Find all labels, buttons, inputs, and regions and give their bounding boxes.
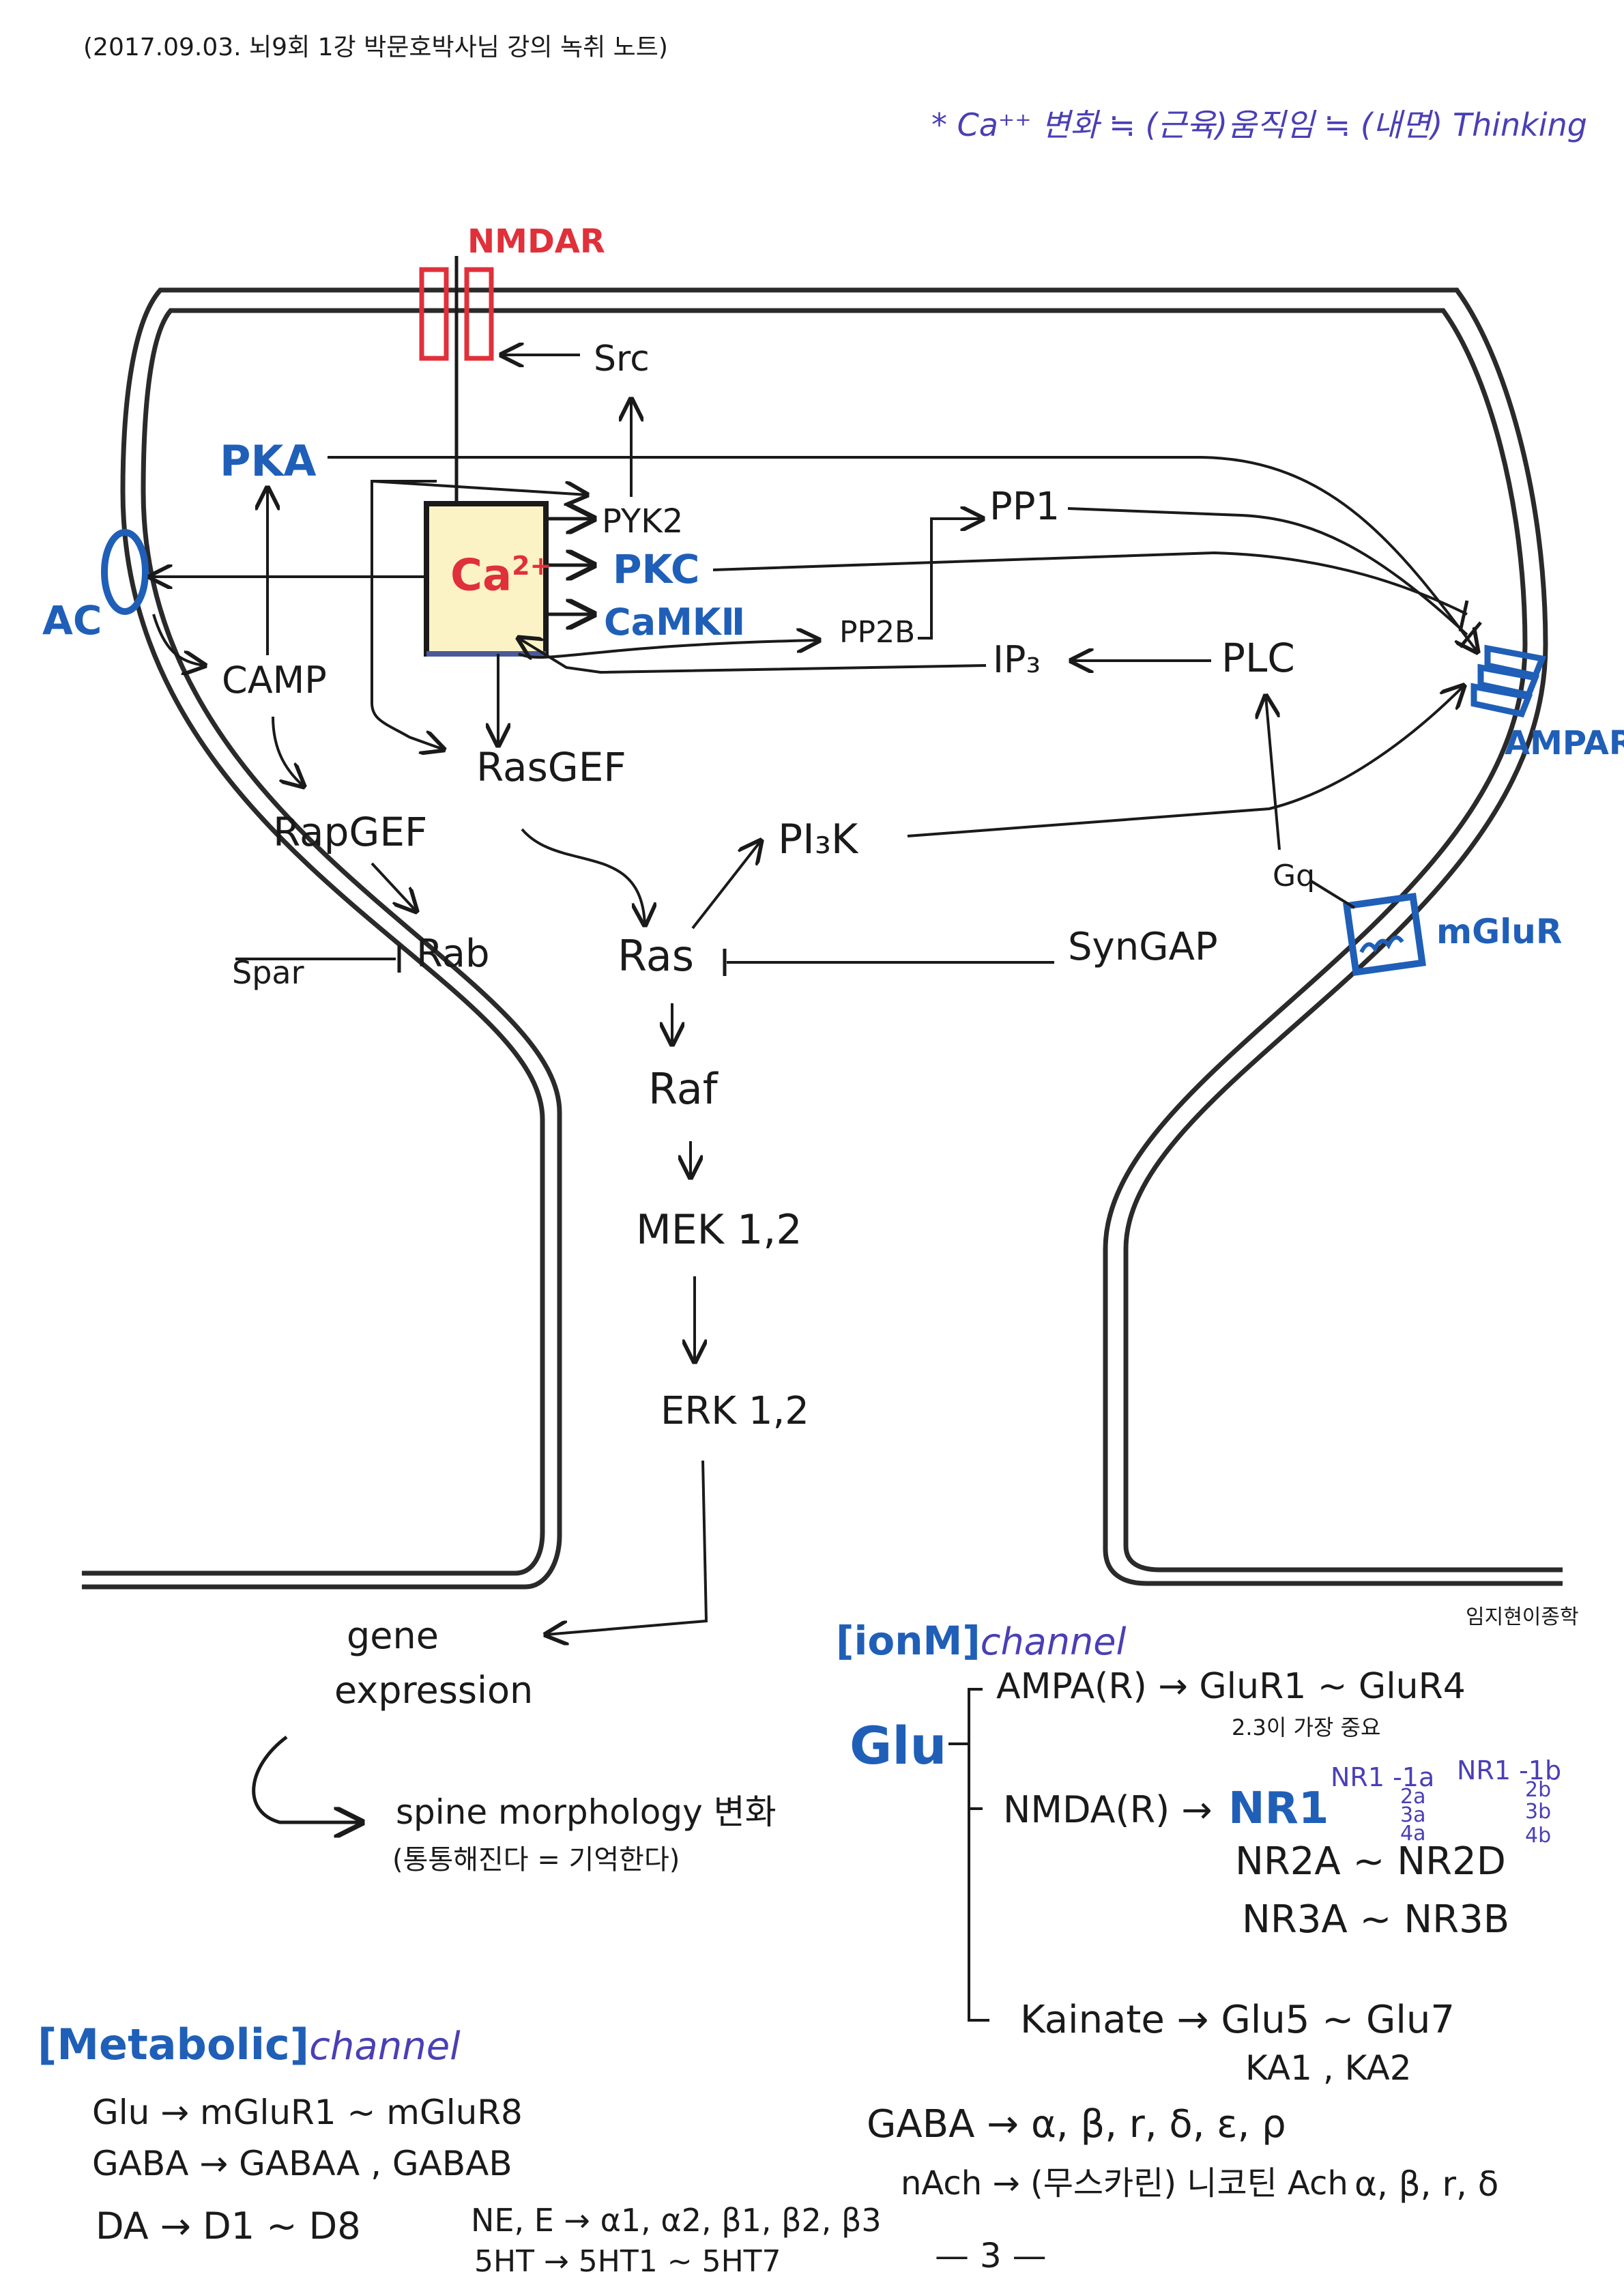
gaba-ion-line: GABA → α, β, r, δ, ε, ρ <box>867 2102 1286 2147</box>
nmdar-channel-left <box>419 267 449 361</box>
nr1-4a: 4a <box>1400 1822 1426 1846</box>
ampa-line: AMPA(R) → GluR1 ~ GluR4 <box>996 1666 1466 1707</box>
metabolic-gaba-line: GABA → GABAA , GABAB <box>92 2144 512 2183</box>
plc-node: PLC <box>1221 635 1295 681</box>
ip3-node: IP₃ <box>993 638 1041 681</box>
metabolic-glu-line: Glu → mGluR1 ~ mGluR8 <box>92 2093 523 2132</box>
rapgef-node: RapGEF <box>273 809 428 855</box>
mglur-label: mGluR <box>1436 912 1563 951</box>
spine-morphology-label: spine morphology 변화 <box>396 1792 777 1832</box>
ampa-note: 2.3이 가장 중요 <box>1232 1714 1381 1740</box>
nmdar-channel-right <box>464 267 494 361</box>
expression-label: expression <box>334 1669 534 1712</box>
rasgef-node: RasGEF <box>476 744 626 790</box>
ion-channel-bracket: [ionM] <box>836 1618 981 1664</box>
nr2-line: NR2A ~ NR2D <box>1235 1839 1506 1884</box>
rab-node: Rab <box>416 932 490 976</box>
pka-to-ampar <box>328 456 1477 652</box>
ion-channel-title: [ionM]channel <box>836 1621 1126 1661</box>
ca-bracket <box>371 480 444 749</box>
ac-receptor <box>101 529 149 615</box>
nr1-3b: 3b <box>1525 1800 1552 1824</box>
metabolic-ne-line: NE, E → α1, α2, β1, β2, β3 <box>471 2202 882 2239</box>
src-node: Src <box>594 339 650 379</box>
gene-label: gene <box>347 1614 439 1657</box>
nr3-line: NR3A ~ NR3B <box>1242 1897 1510 1942</box>
nach-subunits: α, β, r, δ <box>1354 2164 1499 2204</box>
syngap-node: SynGAP <box>1068 925 1218 969</box>
ca-box <box>424 501 549 657</box>
nr1-2b: 2b <box>1525 1778 1552 1802</box>
pi3k-node: PI₃K <box>778 816 858 863</box>
metabolic-da-line: DA → D1 ~ D8 <box>96 2205 361 2248</box>
mek-node: MEK 1,2 <box>636 1206 802 1254</box>
header-note: (2017.09.03. 뇌9회 1강 박문호박사님 강의 녹취 노트) <box>83 33 668 61</box>
nr1-3a: 3a <box>1400 1803 1426 1827</box>
mglur-coil <box>1359 935 1404 953</box>
nr1-2a: 2a <box>1400 1785 1426 1809</box>
nmda-line: NMDA(R) → <box>1003 1788 1213 1831</box>
glu-ion-label: Glu <box>850 1715 947 1776</box>
pkc-node: PKC <box>613 546 700 592</box>
kainate-line: Kainate → Glu5 ~ Glu7 <box>1020 1998 1455 2042</box>
signature: 임지현이종학 <box>1466 1605 1579 1629</box>
camp-node: CAMP <box>222 659 327 702</box>
nr1-label: NR1 <box>1228 1783 1329 1834</box>
nr1-1a: NR1 -1a <box>1331 1762 1435 1792</box>
metabolic-5ht-line: 5HT → 5HT1 ~ 5HT7 <box>474 2244 781 2279</box>
pyk2-node: PYK2 <box>602 502 684 541</box>
calcium-node: Ca2+ <box>450 550 552 601</box>
metabolic-bracket: [Metabolic] <box>38 2020 310 2069</box>
page-number: — 3 — <box>935 2236 1047 2276</box>
metabolic-channel-title: [Metabolic]channel <box>38 2024 461 2066</box>
pp1-to-ampar <box>1067 507 1468 636</box>
gq-node: Gq <box>1273 859 1316 893</box>
nr1-4b: 4b <box>1525 1824 1552 1848</box>
pkc-to-ampar <box>712 551 1468 616</box>
pp1-node: PP1 <box>989 485 1060 529</box>
nmdar-label: NMDAR <box>467 223 605 261</box>
camkii-node: CaMKⅡ <box>604 601 746 644</box>
raf-node: Raf <box>648 1064 718 1114</box>
mglur-receptor <box>1343 893 1426 976</box>
ampar-receptor <box>1470 644 1547 718</box>
ka-line: KA1 , KA2 <box>1245 2048 1412 2088</box>
ac-label: AC <box>42 597 102 644</box>
metabolic-word: channel <box>309 2024 461 2069</box>
nach-line: nAch → (무스카린) 니코틴 Ach <box>901 2164 1348 2202</box>
spar-node: Spar <box>232 954 304 991</box>
pka-node: PKA <box>220 436 317 486</box>
calcium-charge: 2+ <box>512 551 552 581</box>
ras-node: Ras <box>618 931 695 981</box>
spine-note: (통통해진다 = 기억한다) <box>392 1844 680 1876</box>
nr1-1b: NR1 -1b <box>1457 1755 1562 1785</box>
ion-channel-word: channel <box>980 1620 1127 1663</box>
pp2b-node: PP2B <box>839 615 916 650</box>
calcium-thinking-note: * Ca⁺⁺ 변화 ≒ (근육)움직임 ≒ (내면) Thinking <box>931 106 1587 143</box>
erk-node: ERK 1,2 <box>661 1389 809 1433</box>
membrane-inner <box>82 287 1563 1576</box>
ampar-label: AMPAR <box>1505 724 1624 762</box>
membrane-outer <box>82 308 1563 1590</box>
